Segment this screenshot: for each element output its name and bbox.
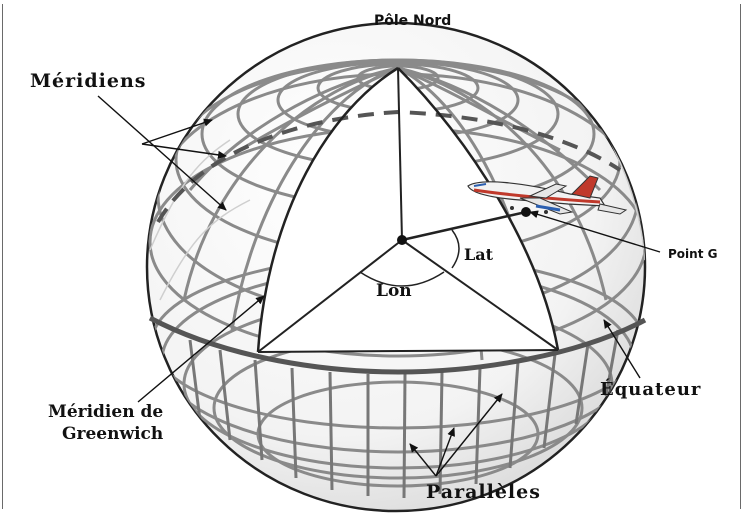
radius-equator xyxy=(401,239,559,351)
greenwich-arrow xyxy=(137,295,265,403)
lon-label: Lon xyxy=(376,281,412,301)
frame-left-border xyxy=(2,4,3,509)
equator-label: Équateur xyxy=(600,379,702,400)
north-pole-label: Pôle Nord xyxy=(374,13,452,29)
greenwich-label-line2: Greenwich xyxy=(62,424,164,444)
point-g-arrow xyxy=(529,210,661,253)
meridians-arrows xyxy=(97,95,227,211)
frame-right-border xyxy=(740,4,741,509)
radius-point-g xyxy=(401,210,527,242)
point-g-label: Point G xyxy=(668,247,718,261)
polar-axis xyxy=(397,67,403,241)
equator-plane-edge xyxy=(257,349,559,353)
equator-arrow xyxy=(603,319,641,379)
airplane-icon xyxy=(467,175,628,215)
parallels-arrows xyxy=(409,393,503,477)
center-point xyxy=(397,235,407,245)
greenwich-label-line1: Méridien de xyxy=(48,402,164,422)
parallels-label: Parallèles xyxy=(426,481,541,503)
equator-line xyxy=(148,315,647,375)
lon-angle-arc xyxy=(359,271,445,287)
cutaway-wedge xyxy=(258,68,558,352)
radius-greenwich xyxy=(257,239,403,353)
lat-angle-arc xyxy=(451,229,460,269)
dashed-parallel xyxy=(156,109,622,224)
meridians-label: Méridiens xyxy=(30,70,147,92)
point-g-dot xyxy=(521,207,531,217)
meridian-g-edge xyxy=(397,67,560,351)
lat-label: Lat xyxy=(464,245,494,264)
